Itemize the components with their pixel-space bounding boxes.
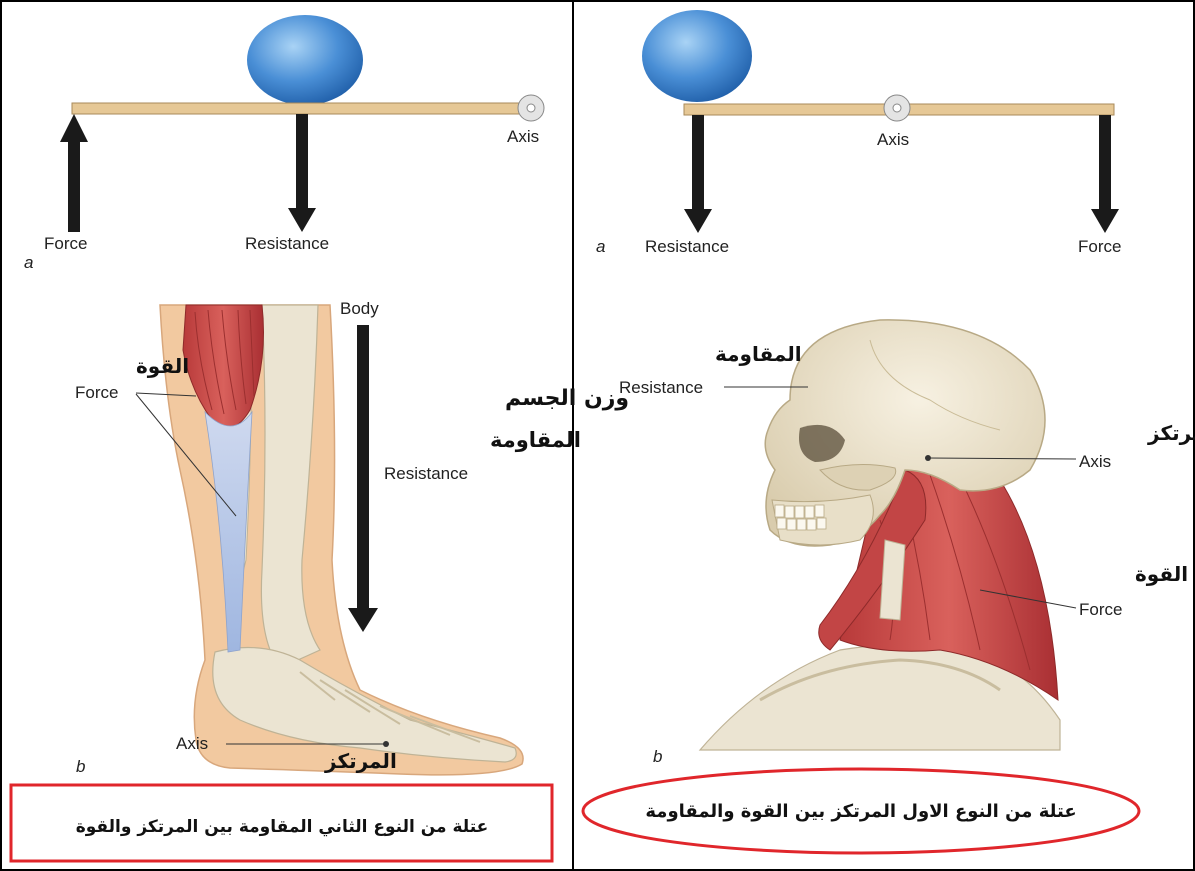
left-force-label: Force (44, 234, 87, 253)
right-lever-diagram: Axis Resistance Force a (596, 10, 1121, 256)
right-force-label: Force (1078, 237, 1121, 256)
body-label: Body (340, 299, 379, 318)
left-axis-english-label: Axis (176, 734, 208, 753)
left-force-arrow (68, 140, 80, 232)
body-weight-arrow (357, 325, 369, 610)
right-resistance-label: Resistance (645, 237, 729, 256)
left-resistance-arrow (296, 114, 308, 210)
left-lever-diagram: Axis Force Resistance a (24, 15, 544, 272)
left-force-english-label: Force (75, 383, 118, 402)
left-resistance-english-label: Resistance (384, 464, 468, 483)
left-resistance-label: Resistance (245, 234, 329, 253)
left-resistance-arabic-label: المقاومة (490, 428, 581, 452)
right-resistance-english-label: Resistance (619, 378, 703, 397)
left-panel-letter-b: b (76, 757, 85, 776)
right-resistance-arrow (692, 115, 704, 211)
left-axis-arabic-label: المرتكز (324, 749, 397, 773)
right-axis-english-label: Axis (1079, 452, 1111, 471)
right-ball-icon (642, 10, 752, 102)
right-force-english-label: Force (1079, 600, 1122, 619)
leg-illustration (160, 305, 523, 775)
left-caption: عتلة من النوع الثاني المقاومة بين المرتك… (76, 817, 489, 837)
left-beam (72, 103, 528, 114)
left-axis-label: Axis (507, 127, 539, 146)
right-force-arabic-label: القوة (1135, 562, 1188, 586)
right-caption: عتلة من النوع الاول المرتكز بين القوة وا… (645, 801, 1076, 822)
body-weight-arabic-label: وزن الجسم (505, 386, 629, 411)
left-force-arabic-label: القوة (136, 354, 189, 378)
right-resistance-arabic-label: المقاومة (715, 342, 802, 366)
right-axis-label: Axis (877, 130, 909, 149)
right-panel-letter-a: a (596, 237, 605, 256)
left-panel-letter-a: a (24, 253, 33, 272)
right-force-arrow (1099, 115, 1111, 211)
right-axis-arabic-label: المرتكز (1147, 421, 1195, 445)
left-ball-icon (247, 15, 363, 105)
head-neck-illustration (700, 320, 1060, 750)
right-panel-letter-b: b (653, 747, 662, 766)
